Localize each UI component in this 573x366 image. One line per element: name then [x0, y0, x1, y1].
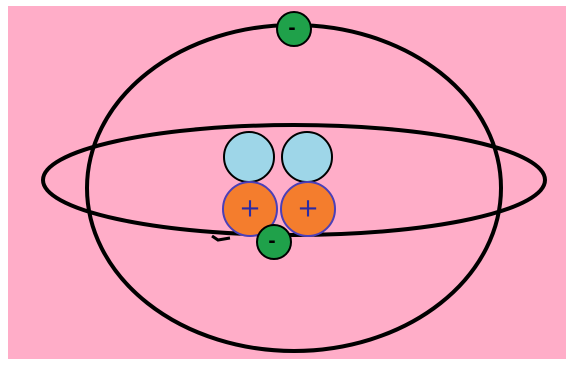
neutron [282, 132, 332, 182]
background-panel [8, 6, 566, 359]
electron-minus-sign: - [268, 231, 275, 252]
proton-plus-sign: + [239, 194, 261, 224]
neutron [224, 132, 274, 182]
electron-minus-sign: - [288, 18, 295, 39]
proton-plus-sign: + [297, 194, 319, 224]
